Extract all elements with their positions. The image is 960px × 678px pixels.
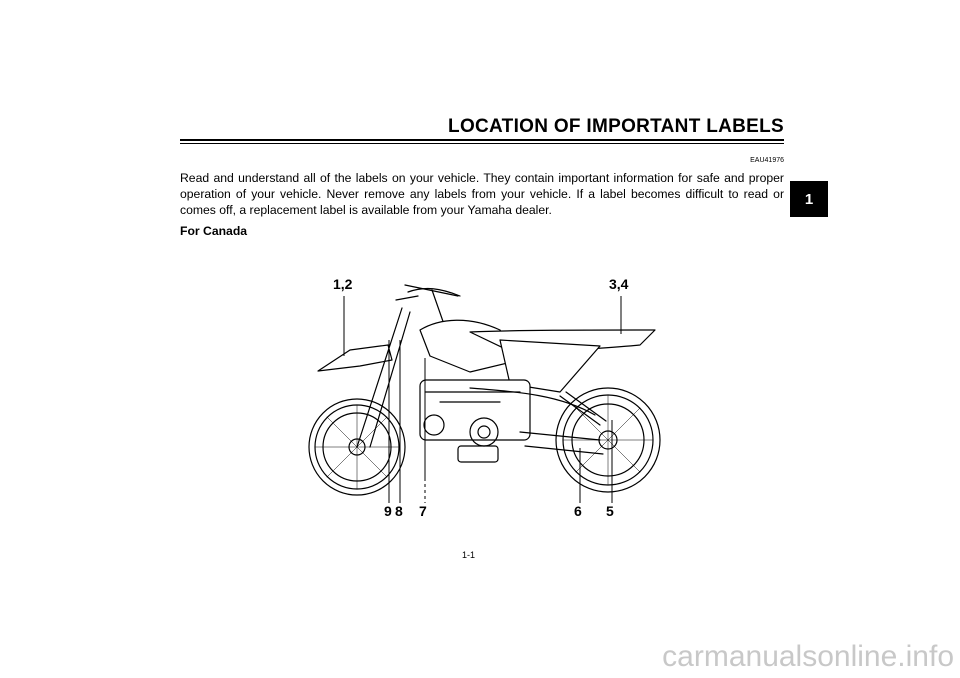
chapter-tab[interactable]: 1: [790, 181, 828, 217]
exhaust: [469, 387, 596, 416]
front-fork: [356, 284, 459, 448]
rear-shock: [559, 391, 607, 426]
side-panel: [499, 339, 601, 393]
callout-1-2: 1,2: [333, 276, 353, 292]
front-fender: [317, 344, 393, 372]
page-number: 1-1: [462, 550, 476, 560]
document-code: EAU41976: [750, 157, 784, 164]
callout-8: 8: [395, 503, 403, 519]
page-title: LOCATION OF IMPORTANT LABELS: [448, 116, 784, 137]
title-rule-thick: [180, 139, 784, 141]
section-subheading: For Canada: [180, 224, 248, 238]
swingarm: [519, 431, 604, 455]
engine: [419, 379, 531, 463]
callout-5: 5: [606, 503, 614, 519]
rear-wheel: [555, 387, 661, 493]
callout-3-4: 3,4: [609, 276, 629, 292]
watermark: carmanualsonline.info: [662, 640, 954, 673]
title-rule-thin: [180, 143, 784, 144]
callout-6: 6: [574, 503, 582, 519]
intro-paragraph: Read and understand all of the labels on…: [180, 171, 784, 217]
callout-7: 7: [419, 503, 427, 519]
callout-9: 9: [384, 503, 392, 519]
